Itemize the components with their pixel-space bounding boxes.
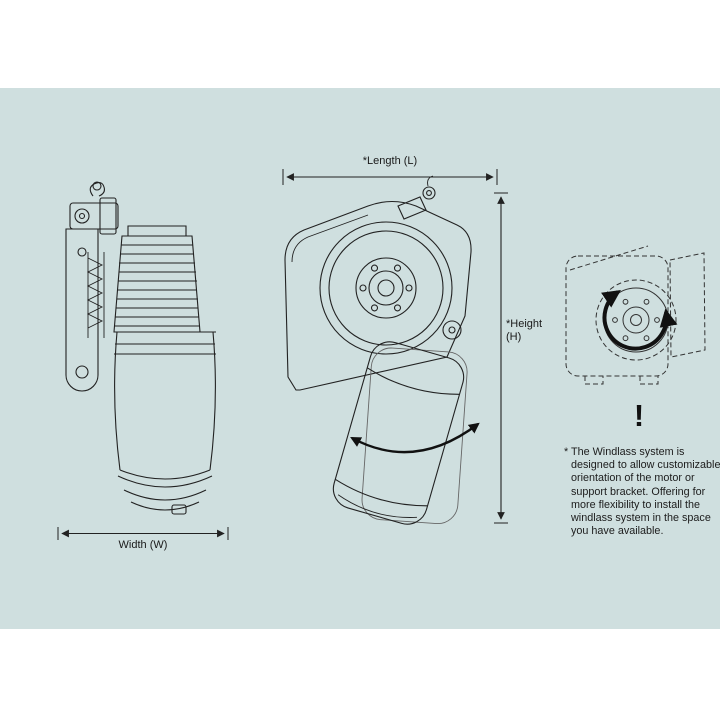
- height-dimension-arrow: [494, 192, 508, 524]
- footnote-line: more flexibility to install the: [571, 498, 701, 511]
- height-label-line1: *Height: [506, 318, 543, 330]
- length-dimension-arrow: [282, 169, 498, 185]
- width-dimension-label: Width (W): [118, 539, 168, 551]
- windlass-footnote: * The Windlass system is designed to all…: [564, 446, 720, 538]
- length-dimension-label: *Length (L): [362, 155, 418, 167]
- height-label-line2: (H): [506, 331, 522, 343]
- side-view-drawing: [65, 181, 216, 515]
- rotation-arrow-icon: [601, 289, 678, 351]
- exclamation-icon: !: [633, 398, 645, 433]
- footnote-line: * The Windlass system is: [564, 446, 685, 458]
- footnote-line: you have available.: [571, 525, 664, 538]
- footnote-line: support bracket. Offering for: [571, 485, 706, 498]
- footnote-line: windlass system in the space: [571, 512, 711, 525]
- width-dimension-arrow: [57, 527, 229, 540]
- footnote-line: orientation of the motor or: [571, 472, 695, 485]
- height-dimension-label: *Height (H): [506, 318, 558, 344]
- orientation-diagram: [565, 245, 706, 385]
- footnote-line: designed to allow customizable: [571, 459, 720, 472]
- swivel-arrow-icon: [350, 422, 480, 454]
- front-view-drawing: [284, 175, 472, 525]
